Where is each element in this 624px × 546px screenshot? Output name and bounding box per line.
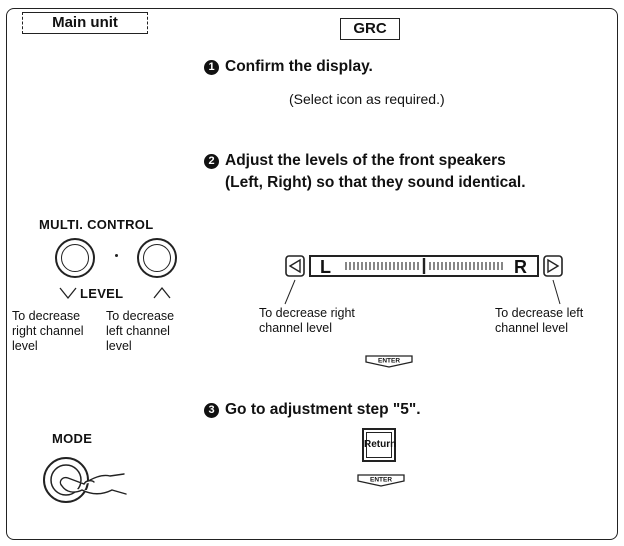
enter-label: ENTER (370, 477, 392, 484)
left-arrow-caption: To decrease right channel level (259, 306, 355, 336)
step-1: 1 Confirm the display. (204, 56, 373, 77)
return-icon[interactable]: Return (362, 428, 396, 462)
mode-label: MODE (52, 431, 93, 446)
step-1-note: (Select icon as required.) (289, 91, 445, 107)
step-1-marker: 1 (204, 60, 219, 75)
step-2: 2 Adjust the levels of the front speakers (204, 150, 506, 171)
multi-control-label: MULTI. CONTROL (39, 217, 154, 232)
right-arrow-caption: To decrease left channel level (495, 306, 583, 336)
instruction-frame (6, 8, 618, 540)
balance-right-letter: R (514, 257, 527, 277)
right-leader (552, 279, 561, 305)
up-chevron-icon (153, 286, 171, 299)
step-3-text: Go to adjustment step "5". (225, 401, 421, 418)
caption-line: channel level (259, 321, 332, 335)
grc-header: GRC (340, 18, 400, 40)
enter-icon[interactable]: ENTER (356, 473, 406, 487)
dot-separator (115, 254, 118, 257)
caption-line: To decrease left (495, 306, 584, 320)
step-3: 3 Go to adjustment step "5". (204, 399, 421, 420)
hand-icon (59, 473, 127, 495)
caption-line: To decrease right (259, 306, 355, 320)
down-chevron-icon (59, 287, 77, 300)
step-3-marker: 3 (204, 403, 219, 418)
level-chevrons (59, 286, 171, 300)
step-2-line2: (Left, Right) so that they sound identic… (225, 174, 526, 191)
main-unit-header: Main unit (22, 12, 148, 34)
return-label: Return (364, 439, 397, 450)
enter-icon[interactable]: ENTER (364, 354, 414, 368)
enter-label: ENTER (378, 358, 400, 365)
level-up-knob[interactable] (137, 238, 177, 278)
balance-ticks (345, 258, 503, 274)
caption-line: channel level (495, 321, 568, 335)
level-label: LEVEL (80, 286, 124, 301)
left-leader (284, 279, 296, 305)
caption-line: To decrease (106, 309, 175, 323)
caption-leaders (284, 279, 561, 305)
step-2-marker: 2 (204, 154, 219, 169)
caption-line: right channel (12, 324, 84, 338)
caption-line: To decrease (12, 309, 81, 323)
caption-line: left channel (106, 324, 170, 338)
step-2-text-line1: Adjust the levels of the front speakers (225, 152, 506, 169)
right-knob-caption: To decrease left channel level (106, 309, 174, 354)
balance-display: L R (285, 255, 563, 277)
level-down-knob[interactable] (55, 238, 95, 278)
left-knob-caption: To decrease right channel level (12, 309, 84, 354)
caption-line: level (106, 339, 132, 353)
balance-left-letter: L (320, 257, 331, 277)
mode-knob[interactable] (40, 450, 150, 510)
arrow-left-icon (285, 255, 305, 277)
arrow-right-icon (543, 255, 563, 277)
caption-line: level (12, 339, 38, 353)
step-1-text: Confirm the display. (225, 58, 373, 75)
